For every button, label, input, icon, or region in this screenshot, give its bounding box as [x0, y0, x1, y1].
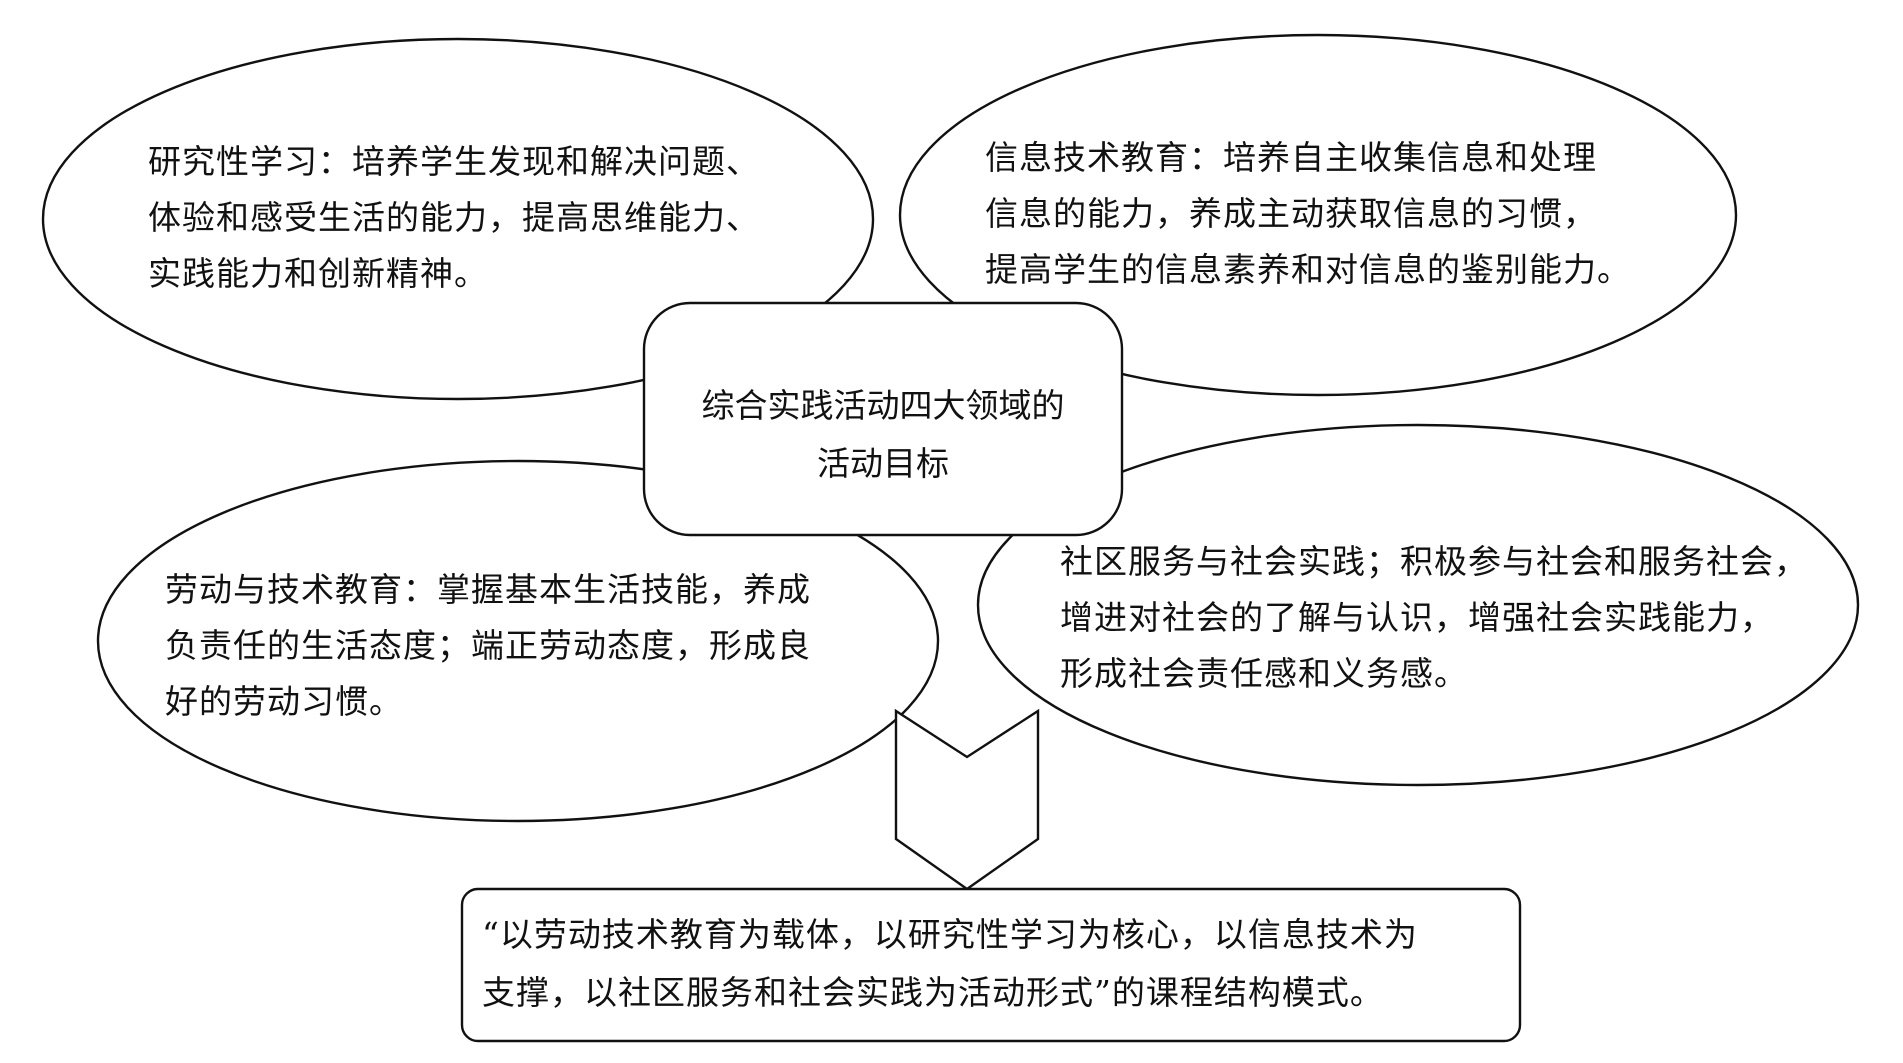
community-text-line: 形成社会责任感和义务感。	[1060, 654, 1468, 693]
community-text: 社区服务与社会实践；积极参与社会和服务社会， 增进对社会的了解与认识，增强社会实…	[1060, 534, 1808, 702]
ellipse-information	[898, 33, 1738, 397]
ellipse-community	[976, 423, 1860, 787]
community-text-line: 社区服务与社会实践；积极参与社会和服务社会，	[1060, 542, 1808, 581]
ellipse-labor	[96, 459, 940, 823]
labor-text-line: 好的劳动习惯。	[165, 682, 403, 721]
result-text: “以劳动技术教育为载体，以研究性学习为核心，以信息技术为 支撑，以社区服务和社会…	[482, 906, 1418, 1022]
community-text-line: 增进对社会的了解与认识，增强社会实践能力，	[1060, 598, 1774, 637]
labor-text-line: 劳动与技术教育：掌握基本生活技能，养成	[165, 570, 811, 609]
center-title-line: 综合实践活动四大领域的	[701, 386, 1065, 425]
information-text: 信息技术教育：培养自主收集信息和处理 信息的能力，养成主动获取信息的习惯， 提高…	[985, 130, 1631, 298]
labor-text-line: 负责任的生活态度；端正劳动态度，形成良	[165, 626, 811, 665]
research-text-line: 研究性学习：培养学生发现和解决问题、	[148, 142, 760, 181]
center-box	[642, 301, 1124, 537]
labor-text: 劳动与技术教育：掌握基本生活技能，养成 负责任的生活态度；端正劳动态度，形成良 …	[165, 562, 811, 730]
research-text: 研究性学习：培养学生发现和解决问题、 体验和感受生活的能力，提高思维能力、 实践…	[148, 134, 760, 302]
research-text-line: 实践能力和创新精神。	[148, 254, 488, 293]
information-text-line: 信息技术教育：培养自主收集信息和处理	[985, 138, 1597, 177]
center-title-line: 活动目标	[817, 444, 949, 483]
research-text-line: 体验和感受生活的能力，提高思维能力、	[148, 198, 760, 237]
center-title: 综合实践活动四大领域的 活动目标	[644, 377, 1122, 493]
result-box	[460, 887, 1522, 1043]
information-text-line: 提高学生的信息素养和对信息的鉴别能力。	[985, 250, 1631, 289]
information-text-line: 信息的能力，养成主动获取信息的习惯，	[985, 194, 1597, 233]
down-chevron-arrow	[894, 708, 1040, 891]
result-text-line: “以劳动技术教育为载体，以研究性学习为核心，以信息技术为	[482, 915, 1418, 954]
result-text-line: 支撑，以社区服务和社会实践为活动形式”的课程结构模式。	[482, 973, 1384, 1012]
